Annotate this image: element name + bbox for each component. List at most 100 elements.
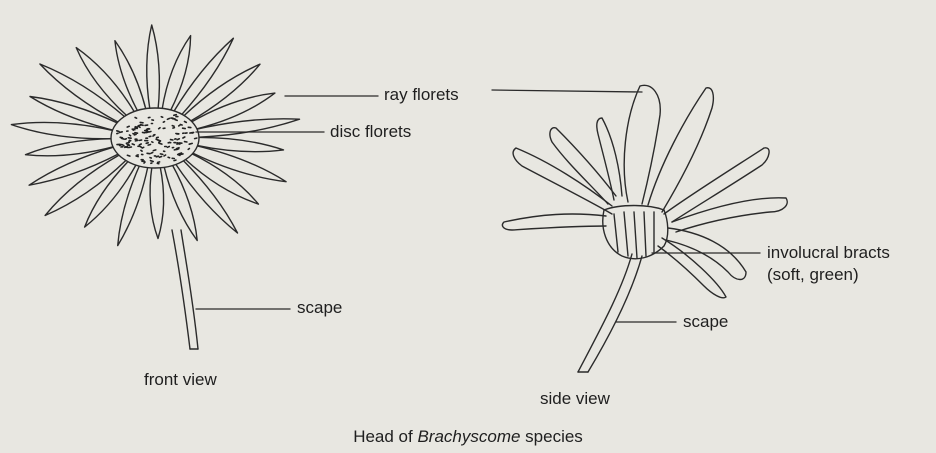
front-disc-florets <box>111 108 199 168</box>
disc-floret-dot <box>132 129 133 130</box>
disc-floret-dot <box>168 157 170 158</box>
disc-floret-dot <box>177 139 179 140</box>
disc-floret-dot <box>178 143 180 144</box>
disc-floret-dot <box>167 118 169 119</box>
label-front-view: front view <box>144 370 217 390</box>
disc-floret-dot <box>161 117 162 118</box>
disc-floret-dot <box>159 128 160 129</box>
disc-floret-dot <box>135 127 137 128</box>
disc-floret-dot <box>125 139 126 140</box>
disc-floret-dot <box>159 157 161 158</box>
disc-floret-dot <box>173 128 175 129</box>
front-view-flower <box>11 25 299 349</box>
label-scape-side: scape <box>683 312 728 332</box>
disc-floret-dot <box>138 126 140 127</box>
disc-floret-dot <box>139 144 141 145</box>
label-ray-florets: ray florets <box>384 85 459 105</box>
disc-floret-dot <box>179 153 182 154</box>
disc-floret-dot <box>144 162 145 163</box>
disc-floret-dot <box>195 138 197 139</box>
disc-floret-dot <box>152 142 153 143</box>
disc-floret-dot <box>174 160 176 161</box>
label-involucral-bracts: involucral bracts <box>767 243 890 263</box>
front-petal <box>26 139 115 156</box>
disc-floret-dot <box>159 141 160 142</box>
disc-floret-dot <box>151 153 153 154</box>
disc-floret-dot <box>138 125 141 126</box>
front-petal <box>115 41 146 113</box>
disc-floret-dot <box>158 140 161 141</box>
disc-floret-dot <box>151 161 154 162</box>
side-involucral-bracts <box>603 206 668 259</box>
disc-floret-dot <box>125 147 128 148</box>
label-disc-florets: disc florets <box>330 122 411 142</box>
disc-floret-dot <box>164 155 166 156</box>
front-petal <box>183 64 260 122</box>
disc-floret-dot <box>120 137 122 138</box>
disc-floret-dot <box>188 149 189 150</box>
front-petal <box>196 119 300 138</box>
side-scape <box>578 254 642 372</box>
side-view-flower <box>502 85 787 372</box>
disc-floret-dot <box>146 143 148 144</box>
front-petal <box>118 164 148 246</box>
label-side-view: side view <box>540 389 610 409</box>
disc-floret-dot <box>175 120 177 121</box>
disc-floret-dot <box>172 126 174 127</box>
disc-floret-dot <box>158 162 160 163</box>
side-ray-florets <box>502 85 787 298</box>
disc-floret-dot <box>153 150 156 151</box>
disc-floret-dot <box>183 137 185 138</box>
disc-floret-dot <box>148 145 150 146</box>
front-scape <box>172 230 198 349</box>
disc-floret-dot <box>167 147 169 148</box>
disc-floret-dot <box>147 129 149 130</box>
disc-floret-dot <box>160 154 162 155</box>
caption-suffix: species <box>520 427 582 446</box>
label-bracts-note: (soft, green) <box>767 265 859 285</box>
disc-floret-dot <box>142 147 144 148</box>
disc-floret-dot <box>134 134 136 135</box>
disc-floret-dot <box>135 118 137 119</box>
disc-floret-dot <box>120 145 122 146</box>
front-petal <box>45 154 127 216</box>
disc-floret-dot <box>127 145 128 146</box>
disc-floret-dot <box>129 141 131 142</box>
front-petal <box>40 64 125 123</box>
front-petal <box>11 122 113 138</box>
disc-floret-dot <box>122 145 124 146</box>
caption-prefix: Head of <box>353 427 417 446</box>
disc-floret-dot <box>135 140 138 141</box>
disc-floret-dot <box>136 156 138 157</box>
disc-floret-dot <box>149 132 151 133</box>
caption-genus: Brachyscome <box>417 427 520 446</box>
disc-floret-dot <box>177 148 180 149</box>
disc-floret-dot <box>174 115 177 116</box>
disc-floret-dot <box>140 146 142 147</box>
disc-floret-dot <box>185 122 187 123</box>
front-petal <box>162 36 191 112</box>
disc-floret-dot <box>159 143 162 144</box>
label-scape-front: scape <box>297 298 342 318</box>
disc-floret-dot <box>141 150 142 151</box>
disc-floret-dot <box>127 155 129 156</box>
disc-floret-dot <box>133 134 134 135</box>
disc-floret-dot <box>127 126 129 127</box>
front-petal <box>147 25 160 110</box>
disc-floret-dot <box>120 132 123 133</box>
disc-floret-dot <box>180 125 182 126</box>
disc-floret-dot <box>189 143 192 144</box>
disc-floret-dot <box>129 135 130 136</box>
disc-floret-dot <box>163 122 164 123</box>
disc-floret-dot <box>179 125 180 126</box>
disc-floret-dot <box>156 156 158 157</box>
front-petal <box>185 153 259 204</box>
leader-ray-side <box>492 90 642 92</box>
disc-floret-dot <box>192 133 194 134</box>
figure-caption: Head of Brachyscome species <box>0 427 936 447</box>
front-petal <box>164 164 197 241</box>
disc-floret-dot <box>178 155 180 156</box>
front-petal <box>150 166 164 239</box>
